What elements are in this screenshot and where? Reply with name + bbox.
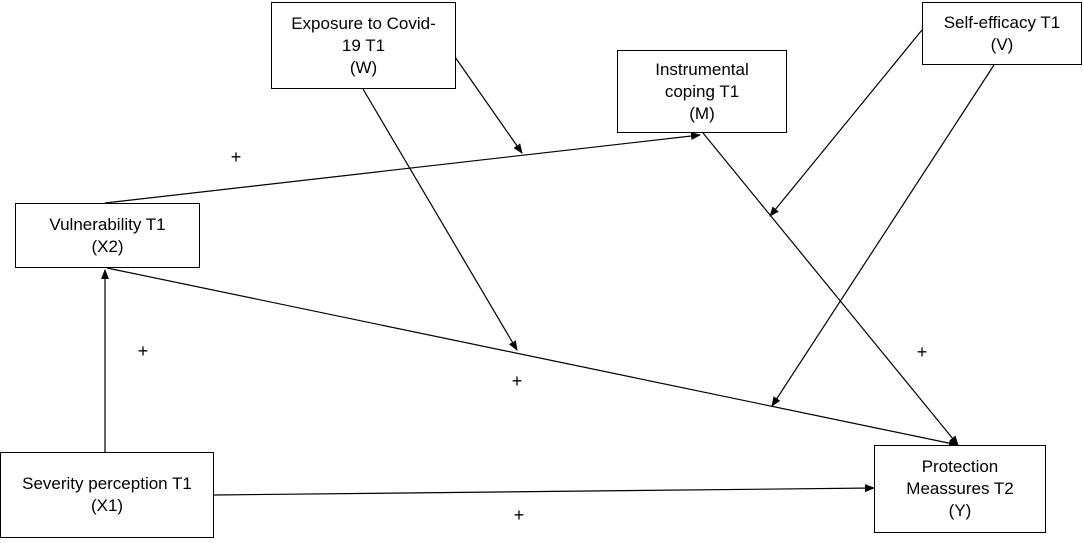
arrow-x2-to-y [106,267,959,448]
node-protection-code: (Y) [948,501,972,520]
node-protection: Protection Meassures T2 (Y) [874,445,1046,533]
sign-x1-to-y: + [513,505,525,525]
arrow-v-to-path-m-y [769,29,923,217]
arrow-w-to-path-x2-m [454,56,523,154]
arrow-w-to-path-x2-y [362,88,518,351]
node-instrumental-coping: Instrumental coping T1 (M) [617,50,787,133]
node-protection-line1: Protection [921,457,999,476]
sign-x1-to-x2: + [137,341,149,361]
arrow-x1-to-y [213,484,875,496]
node-protection-line2: Meassures T2 [906,479,1014,498]
node-severity-line1: Severity perception T1 [22,474,192,493]
arrow-x2-to-m [104,132,701,204]
node-vulnerability: Vulnerability T1 (X2) [15,203,200,268]
node-severity-code: (X1) [90,496,124,515]
sign-x2-to-m: + [230,147,242,167]
arrow-v-to-path-x2-y [771,64,995,407]
node-vulnerability-line1: Vulnerability T1 [49,214,166,234]
node-exposure: Exposure to Covid- 19 T1 (W) [271,2,456,89]
sign-m-to-y: + [916,342,928,362]
node-exposure-line1: Exposure to Covid- [291,13,436,33]
node-exposure-line2: 19 T1 [341,35,386,55]
node-exposure-code: (W) [349,57,378,77]
node-instrumental-line1: Instrumental [655,59,749,79]
node-self-efficacy-code: (V) [990,34,1014,54]
node-vulnerability-code: (X2) [91,236,124,256]
node-severity: Severity perception T1 (X1) [0,452,214,538]
node-self-efficacy: Self-efficacy T1 (V) [922,2,1082,65]
arrow-m-to-y [702,132,959,446]
sign-x2-to-y: + [511,371,523,391]
node-instrumental-line2: coping T1 [664,81,740,101]
node-instrumental-code: (M) [689,103,715,123]
node-self-efficacy-line1: Self-efficacy T1 [943,12,1061,32]
